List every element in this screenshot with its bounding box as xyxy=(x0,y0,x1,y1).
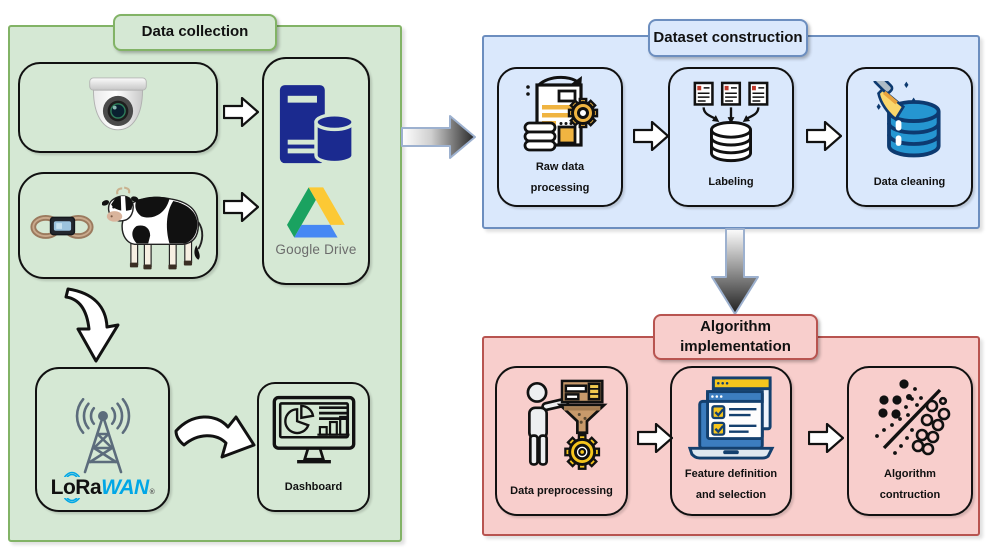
lorawan-trademark: ® xyxy=(149,489,155,496)
dataset-construction-title-text: Dataset construction xyxy=(653,28,803,46)
dashboard-node: Dashboard xyxy=(257,382,370,512)
raw-data-processing-icon xyxy=(523,75,599,152)
labeling-label: Labeling xyxy=(708,176,754,189)
curved-arrow-to-lorawan xyxy=(64,287,120,363)
data-preprocessing-label: Data preprocessing xyxy=(510,485,613,498)
arrow-camera-to-storage xyxy=(223,97,259,127)
google-drive-label: Google Drive xyxy=(275,242,357,257)
raw-data-processing-label: Raw data processing xyxy=(530,161,590,194)
data-preprocessing-node: Data preprocessing xyxy=(495,366,628,516)
labeling-icon xyxy=(693,81,769,162)
algorithm-implementation-title-text: Algorithm implementation xyxy=(680,317,791,355)
lorawan-wave-top-icon xyxy=(63,471,80,477)
svm-scatter-icon xyxy=(875,379,951,456)
algorithm-implementation-title: Algorithm implementation xyxy=(653,314,818,360)
cctv-camera-icon xyxy=(89,76,147,130)
feature-selection-icon xyxy=(687,376,775,460)
arrow-labeling-to-cleaning xyxy=(806,121,842,151)
arrow-preprocessing-to-feature xyxy=(637,423,673,453)
data-cleaning-label: Data cleaning xyxy=(873,176,946,189)
arrow-raw-to-labeling xyxy=(633,121,669,151)
server-database-icon xyxy=(279,85,355,165)
gradient-arrow-to-dataset-construction xyxy=(401,115,476,159)
labeling-node: Labeling xyxy=(668,67,794,207)
dashboard-label: Dashboard xyxy=(284,481,343,494)
algorithm-construction-node: Algorithm contruction xyxy=(847,366,973,516)
gradient-arrow-to-algorithm-implementation xyxy=(711,228,759,315)
sensor-collar-icon xyxy=(30,214,94,239)
data-collection-title-text: Data collection xyxy=(141,23,249,41)
curved-arrow-to-dashboard xyxy=(174,415,256,459)
data-cleaning-icon xyxy=(872,80,941,157)
feature-selection-label: Feature definition and selection xyxy=(684,468,778,502)
storage-node: Google Drive xyxy=(262,57,370,285)
algorithm-construction-label: Algorithm contruction xyxy=(879,468,941,501)
dashboard-monitor-icon xyxy=(272,395,355,463)
lorawan-wave-bottom-icon xyxy=(63,498,80,504)
cow-sensor-node xyxy=(18,172,218,279)
feature-selection-node: Feature definition and selection xyxy=(670,366,792,516)
lorawan-text-blue: WAN xyxy=(101,476,149,499)
google-drive-icon xyxy=(287,187,345,238)
cow-image xyxy=(102,185,204,269)
arrow-feature-to-algorithm xyxy=(808,423,844,453)
lorawan-text-black: LoRa xyxy=(50,476,102,499)
data-collection-title: Data collection xyxy=(113,14,277,51)
arrow-cow-to-storage xyxy=(223,192,259,222)
raw-data-processing-node: Raw data processing xyxy=(497,67,623,207)
lorawan-antenna-icon xyxy=(75,398,130,474)
data-cleaning-node: Data cleaning xyxy=(846,67,973,207)
dataset-construction-title: Dataset construction xyxy=(648,19,808,57)
data-preprocessing-icon xyxy=(526,379,608,470)
camera-node xyxy=(18,62,218,153)
